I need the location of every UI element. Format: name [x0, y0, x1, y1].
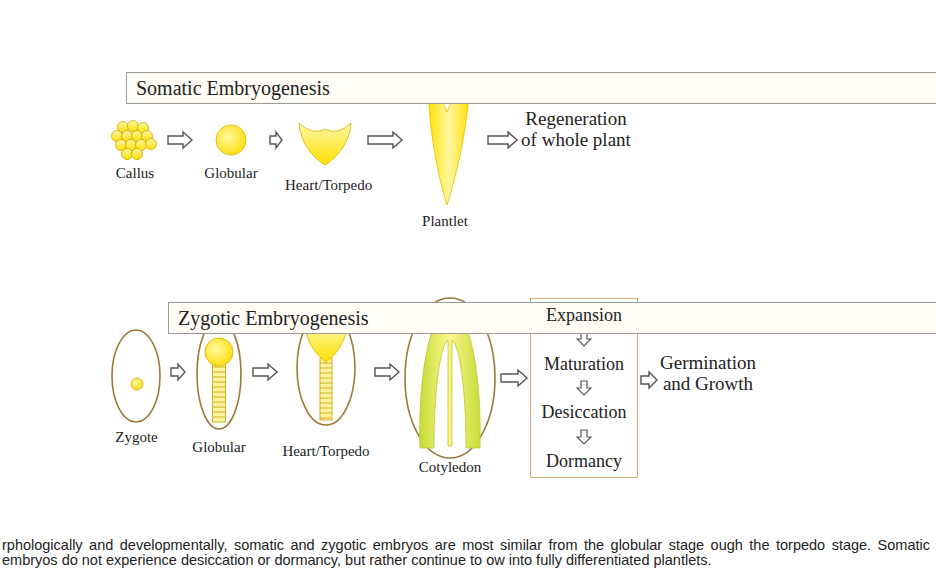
stage-step: Dormancy — [546, 451, 622, 471]
plantlet-shape — [428, 78, 470, 205]
callus-cell — [128, 121, 139, 132]
suspensor — [320, 358, 332, 420]
suspensor-cell — [320, 363, 332, 364]
seed-outline — [405, 298, 495, 458]
suspensor-cell — [213, 397, 226, 398]
heart-embryo — [299, 123, 351, 165]
outcome-label: Germination and Growth — [660, 352, 756, 394]
embryo-drawing — [188, 316, 250, 456]
stage-arrow — [270, 132, 282, 148]
outcome-label: Regeneration of whole plant — [520, 108, 632, 150]
outcome-text: Regeneration of whole plant — [520, 108, 632, 150]
suspensor-cell — [320, 393, 332, 394]
stage-arrow — [368, 132, 402, 148]
stage-arrow — [171, 364, 185, 380]
callus-cell — [146, 139, 157, 150]
section-title: Somatic Embryogenesis — [136, 77, 330, 99]
suspensor-cell — [320, 413, 332, 414]
embryo-figure: Heart/Torpedo — [285, 118, 365, 194]
stage-label: Plantlet — [405, 213, 485, 230]
stage-step: Expansion — [546, 305, 622, 325]
suspensor-cell — [213, 412, 226, 413]
zygote-cell — [131, 378, 143, 390]
seed-outline — [197, 319, 241, 429]
suspensor-cell — [320, 403, 332, 404]
globular-embryo — [216, 125, 246, 155]
suspensor-cell — [320, 418, 332, 419]
cotyledon-embryo — [420, 308, 480, 448]
globular-embryo — [205, 338, 233, 366]
seed-outline — [297, 311, 355, 425]
stage-arrow — [501, 370, 527, 386]
stage-arrow — [253, 364, 277, 380]
suspensor-cell — [213, 382, 226, 383]
stage-arrow — [641, 372, 657, 388]
stage-step: Desiccation — [542, 402, 627, 422]
suspensor-cell — [213, 387, 226, 388]
callus-cell — [122, 149, 133, 160]
suspensor-cell — [213, 372, 226, 373]
stage-label: Callus — [105, 165, 165, 182]
embryo-figure: Zygote — [105, 326, 168, 446]
stage-label: Heart/Torpedo — [285, 177, 365, 194]
stage-label: Heart/Torpedo — [280, 443, 372, 460]
embryo-figure: Globular — [188, 316, 250, 456]
stage-arrow — [375, 364, 399, 380]
stage-label: Globular — [195, 165, 267, 182]
stage-arrow — [488, 132, 517, 148]
suspensor-cell — [213, 402, 226, 403]
step-arrow-shape — [577, 332, 591, 346]
suspensor-cell — [213, 392, 226, 393]
suspensor-cell — [320, 368, 332, 369]
suspensor-cell — [213, 407, 226, 408]
suspensor — [213, 362, 226, 422]
step-arrow — [576, 429, 592, 445]
suspensor-cell — [320, 398, 332, 399]
suspensor-cell — [320, 383, 332, 384]
heart-embryo — [305, 324, 347, 362]
stage-step: Maturation — [544, 354, 624, 374]
callus-cell — [132, 149, 143, 160]
embryo-figure: Globular — [195, 118, 267, 182]
suspensor-cell — [320, 373, 332, 374]
stage-label: Zygote — [105, 429, 168, 446]
suspensor-cell — [213, 417, 226, 418]
suspensor-cell — [320, 408, 332, 409]
section-title: Zygotic Embryogenesis — [178, 307, 369, 329]
step-arrow — [576, 380, 592, 396]
step-arrow-shape — [577, 381, 591, 395]
embryo-figure: Callus — [105, 118, 165, 182]
seed-outline — [112, 330, 160, 422]
node-layer: Somatic EmbryogenesisCallusGlobularHeart… — [0, 0, 936, 64]
stage-label: Cotyledon — [402, 459, 498, 476]
stage-arrow — [168, 132, 192, 148]
suspensor-cell — [320, 378, 332, 379]
suspensor-cell — [213, 367, 226, 368]
embryo-drawing — [105, 326, 168, 446]
suspensor-cell — [213, 377, 226, 378]
outcome-text: Germination and Growth — [660, 352, 756, 394]
stage-label: Globular — [188, 439, 250, 456]
figure-caption: rphologically and developmentally, somat… — [2, 538, 930, 568]
section-title-box: Somatic Embryogenesis — [126, 72, 936, 104]
step-arrow-shape — [577, 430, 591, 444]
suspensor-cell — [320, 388, 332, 389]
